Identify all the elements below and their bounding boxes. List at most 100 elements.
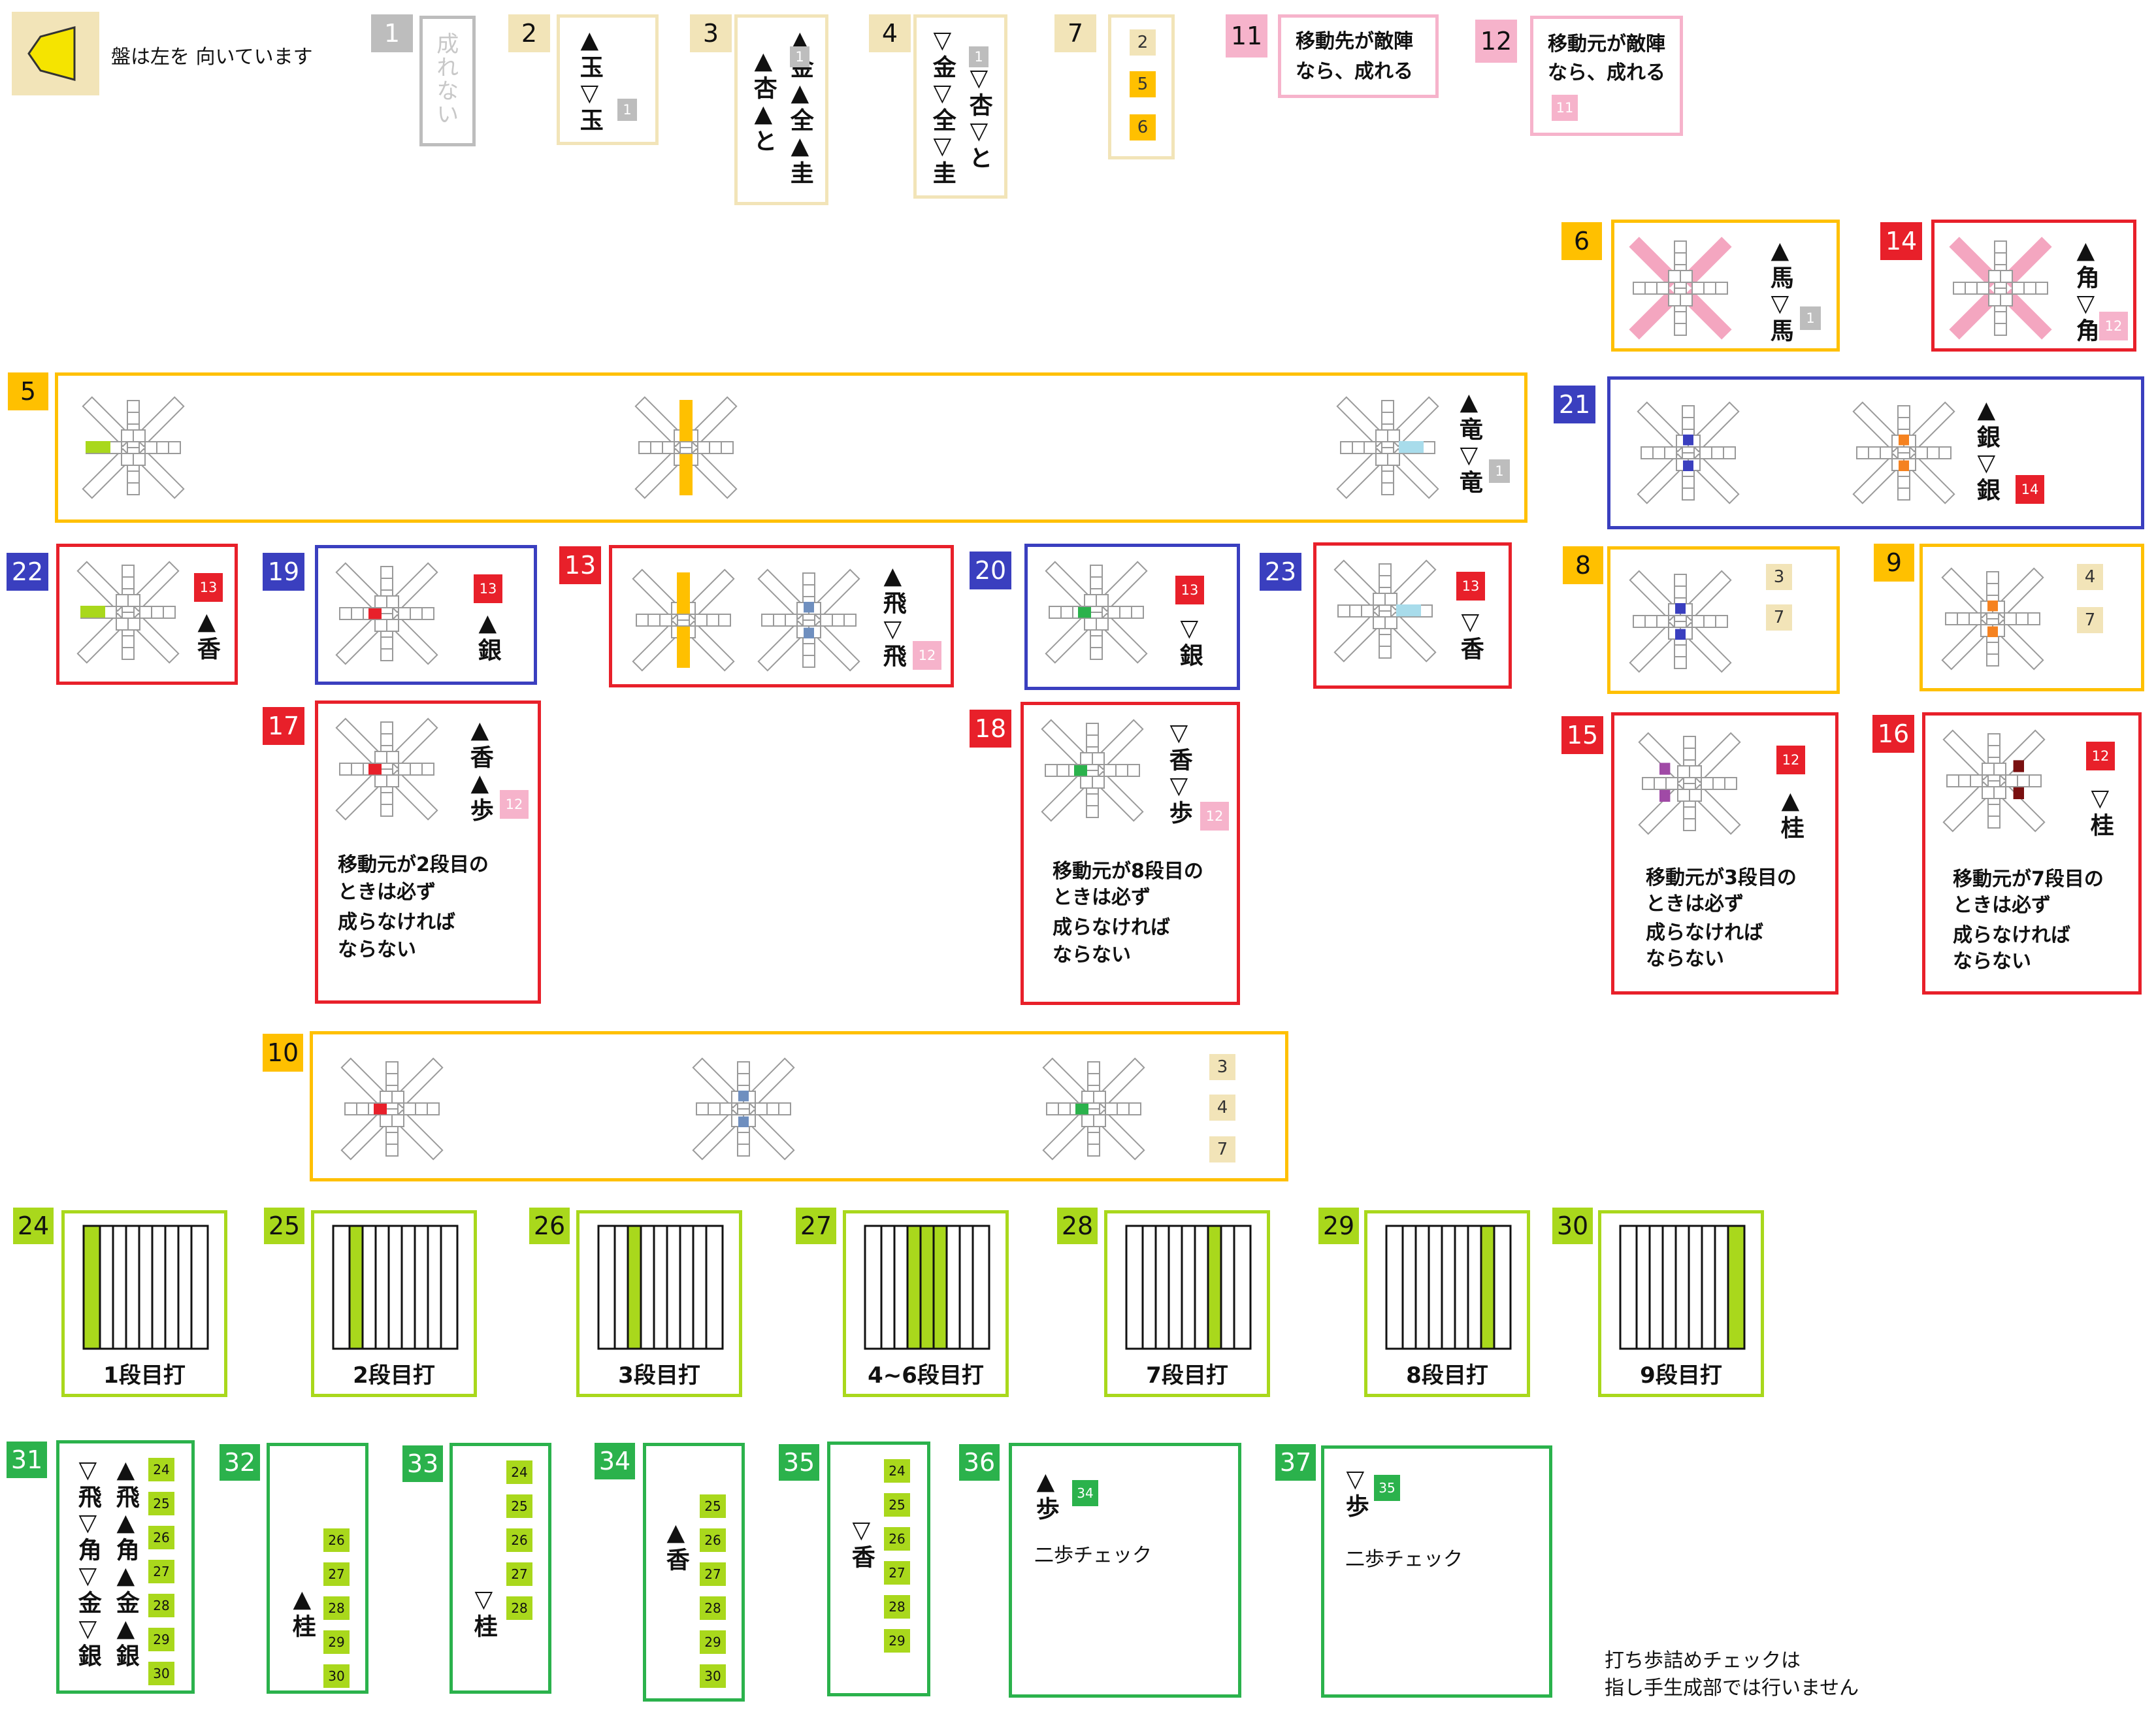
note-line1: 移動元が7段目の <box>1953 868 2104 891</box>
board-cell <box>1897 405 1910 418</box>
node-box-29: 8段目打 <box>1364 1210 1530 1397</box>
board-cell <box>403 1102 416 1115</box>
board-cell <box>1868 446 1881 459</box>
board-diagram <box>1942 729 2046 832</box>
ref-badge: 5 <box>1130 71 1156 97</box>
node-box-11: 移動先が敵陣 なら、成れる <box>1278 14 1439 98</box>
rank-column <box>640 1225 655 1350</box>
rank-column <box>1674 1225 1690 1350</box>
board-cell <box>1699 446 1712 459</box>
drop-rank-label: 7段目打 <box>1146 1362 1228 1389</box>
board-cell <box>122 647 135 660</box>
board-diagram <box>335 717 438 821</box>
board-cell <box>737 1132 750 1145</box>
diagonal-arm <box>387 614 438 665</box>
board-cell <box>773 614 786 627</box>
ref-badge: 1 <box>1489 459 1510 483</box>
board-cell <box>380 733 393 746</box>
node-number-36: 36 <box>959 1444 1000 1481</box>
note-line2: ときは必ず <box>338 881 436 904</box>
board-cell <box>1107 606 1120 619</box>
node-number-7: 7 <box>1054 14 1096 52</box>
board-cell <box>1384 593 1397 606</box>
board-cell <box>1968 612 1982 625</box>
ref-badge: 29 <box>700 1630 726 1654</box>
nifu-check-text: 二歩チェック <box>1345 1548 1463 1571</box>
footnote-line1: 打ち歩詰めチェックは <box>1605 1649 1801 1672</box>
move-highlight <box>1659 763 1671 775</box>
note-line2: ときは必ず <box>1953 894 2051 917</box>
board-cell <box>1105 1102 1118 1115</box>
cannot-promote-text: 成れない <box>432 32 459 126</box>
move-highlight <box>1399 441 1424 453</box>
board-cell <box>1375 453 1388 466</box>
ref-badge: 13 <box>194 573 223 602</box>
condition-line2: なら、成れる <box>1296 60 1413 83</box>
move-highlight <box>1675 603 1686 614</box>
board-cell <box>1379 634 1392 647</box>
rank-column <box>190 1225 209 1350</box>
rank-column <box>1194 1225 1209 1350</box>
move-highlight <box>1987 626 1998 637</box>
board-cell <box>1633 615 1646 628</box>
board-cell <box>1340 441 1353 454</box>
board-cell <box>1946 774 1959 787</box>
rank-column <box>1635 1225 1651 1350</box>
board-cell <box>391 1114 404 1127</box>
board-cell <box>1092 776 1105 789</box>
board-cell <box>1361 604 1374 618</box>
diagonal-arm <box>757 569 809 620</box>
rank-column <box>332 1225 351 1350</box>
board-cell <box>1656 615 1669 628</box>
board-diagram <box>1629 570 1732 673</box>
board-cell <box>116 594 129 607</box>
piece-text-line1: ▽金▽全▽圭 <box>928 27 956 186</box>
move-highlight <box>86 441 110 453</box>
board-cell <box>380 1091 393 1104</box>
piece-text: ▲飛▽飛 <box>879 563 906 668</box>
board-cell <box>708 1102 721 1115</box>
board-cell <box>1373 593 1386 606</box>
board-cell <box>116 618 129 631</box>
rank-column <box>1661 1225 1677 1350</box>
board-cell <box>737 1061 750 1074</box>
board-cell <box>1060 606 1073 619</box>
node-box-4: ▽金▽全▽圭 ▽杏▽と 1 <box>913 14 1007 199</box>
node-number-37: 37 <box>1275 1444 1316 1481</box>
board-cell <box>1665 777 1678 790</box>
piece-text: ▲桂 <box>1776 787 1804 840</box>
board-cell <box>1080 752 1093 765</box>
node-number-21: 21 <box>1554 386 1595 423</box>
board-cell <box>1994 311 2007 324</box>
board-cell <box>1711 446 1724 459</box>
ref-badge: 4 <box>1209 1095 1235 1121</box>
ref-badge: 30 <box>148 1662 174 1685</box>
board-cell <box>697 441 710 454</box>
board-cell <box>1987 804 2001 817</box>
board-cell <box>1668 293 1681 306</box>
board-cell <box>1986 571 1999 584</box>
board-cell <box>380 721 393 734</box>
rank-column <box>177 1225 193 1350</box>
ref-badge: 25 <box>148 1492 174 1515</box>
rank-column <box>82 1225 101 1350</box>
board-cell <box>1087 1061 1100 1074</box>
board-direction-icon <box>27 26 76 81</box>
board-cell <box>1086 734 1099 748</box>
board-cell <box>1652 446 1665 459</box>
node-box-23: 13 ▽香 <box>1313 542 1512 689</box>
board-diagram <box>1949 237 2052 340</box>
ref-badge: 6 <box>1130 114 1156 140</box>
board-cell <box>696 1102 709 1115</box>
ref-badge: 24 <box>506 1460 532 1484</box>
node-box-6: ▲馬▽馬 1 <box>1611 220 1840 352</box>
node-box-36: ▲歩 34 二歩チェック <box>1009 1443 1241 1698</box>
ref-badge: 4 <box>2077 564 2103 590</box>
board-cell <box>1674 311 1687 324</box>
legend-icon <box>12 12 99 95</box>
board-cell <box>650 441 663 454</box>
ref-badge: 26 <box>148 1526 174 1549</box>
ref-badge: 2 <box>1130 29 1156 56</box>
rank-column <box>893 1225 909 1350</box>
